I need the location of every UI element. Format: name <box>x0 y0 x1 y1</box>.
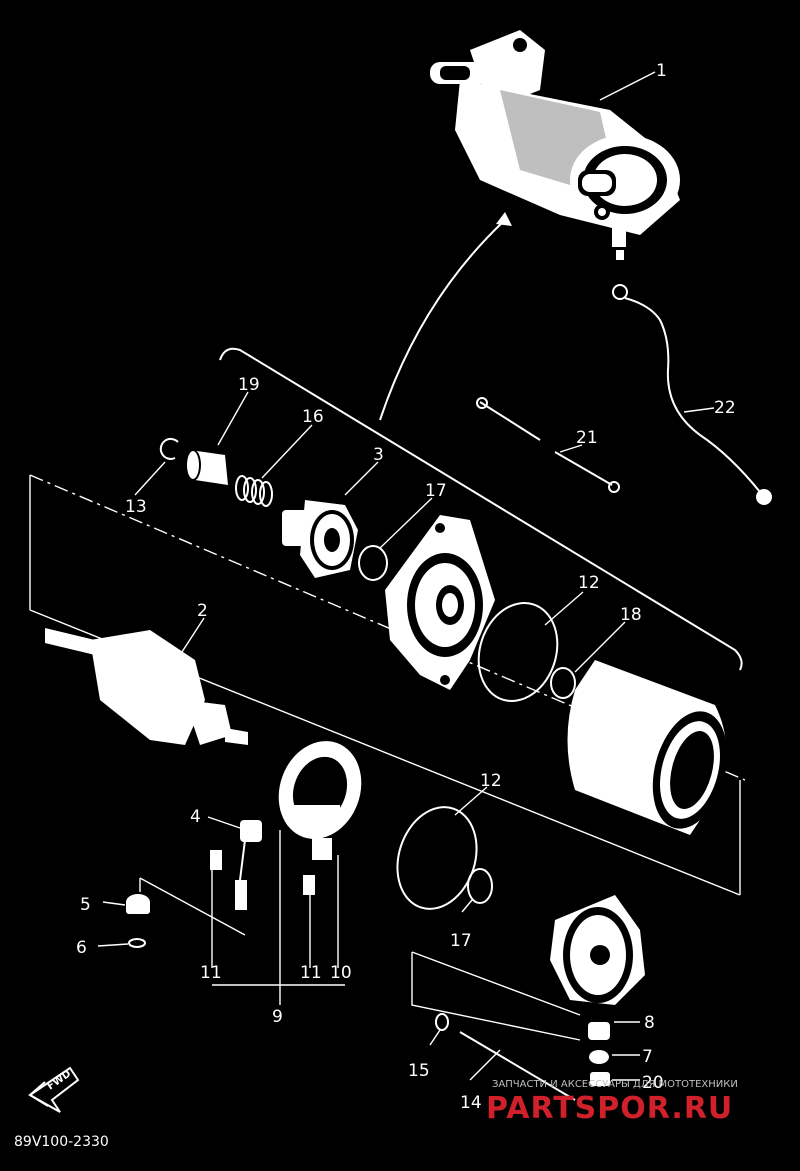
callout-22: 22 <box>714 398 736 418</box>
cable-22 <box>612 284 772 505</box>
washer-6 <box>128 938 146 948</box>
circlip-13 <box>159 437 179 460</box>
nut-20 <box>590 1072 610 1086</box>
yoke-housing <box>567 660 728 835</box>
starter-motor-assembly <box>430 30 680 260</box>
rear-end-cover <box>550 895 645 1005</box>
brush-11-right <box>303 875 315 895</box>
leader-lines <box>97 71 715 1081</box>
group-bracket-top <box>219 347 743 671</box>
callout-13: 13 <box>125 497 147 517</box>
brush-4 <box>235 820 262 910</box>
clutch-gear-3 <box>282 500 358 578</box>
front-end-cover <box>385 515 495 690</box>
callout-labels: 1 2 3 4 5 6 7 8 9 10 11 11 12 12 13 14 1… <box>76 61 736 1113</box>
callout-12-upper: 12 <box>578 573 600 593</box>
oring-12-upper <box>477 602 559 702</box>
callout-7: 7 <box>642 1047 653 1067</box>
callout-18: 18 <box>620 605 642 625</box>
watermark-tagline: ЗАПЧАСТИ И АКСЕССУАРЫ ДЛЯ МОТОТЕХНИКИ <box>492 1079 738 1090</box>
watermark-brand: PARTSPOR.RU <box>486 1091 733 1126</box>
oring-17-lower <box>467 868 493 904</box>
callout-6: 6 <box>76 938 87 958</box>
cap-5 <box>126 894 150 914</box>
callout-1: 1 <box>656 61 667 81</box>
through-bolt-14 <box>459 1031 576 1101</box>
assembly-arrow <box>379 219 506 421</box>
callout-5: 5 <box>80 895 91 915</box>
callout-11-right: 11 <box>300 963 322 983</box>
callout-19: 19 <box>238 375 260 395</box>
callout-17-lower: 17 <box>450 931 472 951</box>
callout-12-lower: 12 <box>480 771 502 791</box>
callout-9: 9 <box>272 1007 283 1027</box>
brush-11-left <box>210 850 222 870</box>
fwd-label: FWD <box>45 1068 73 1092</box>
oring-12-lower <box>396 806 478 910</box>
callout-16: 16 <box>302 407 324 427</box>
oring-18 <box>550 667 576 699</box>
lead-wires-21 <box>476 397 620 493</box>
callout-21: 21 <box>576 428 598 448</box>
callout-10: 10 <box>330 963 352 983</box>
forward-direction-arrow: FWD <box>28 1066 80 1113</box>
callout-11-left: 11 <box>200 963 222 983</box>
callout-14: 14 <box>460 1093 482 1113</box>
callout-3: 3 <box>373 445 384 465</box>
callout-8: 8 <box>644 1013 655 1033</box>
bushing-19 <box>185 449 228 485</box>
callout-17-upper: 17 <box>425 481 447 501</box>
callout-20: 20 <box>642 1073 664 1093</box>
brush-plate <box>278 741 362 860</box>
callout-4: 4 <box>190 807 201 827</box>
spring-16 <box>235 475 273 507</box>
nut-8 <box>588 1022 610 1040</box>
watermark: ЗАПЧАСТИ И АКСЕССУАРЫ ДЛЯ МОТОТЕХНИКИ PA… <box>486 1079 738 1126</box>
callout-15: 15 <box>408 1061 430 1081</box>
drawing-code: 89V100-2330 <box>14 1134 109 1150</box>
oring-17-upper <box>358 545 388 581</box>
callout-2: 2 <box>197 601 208 621</box>
washer-7 <box>589 1050 609 1064</box>
oring-15 <box>435 1013 449 1031</box>
armature-2 <box>45 628 248 745</box>
